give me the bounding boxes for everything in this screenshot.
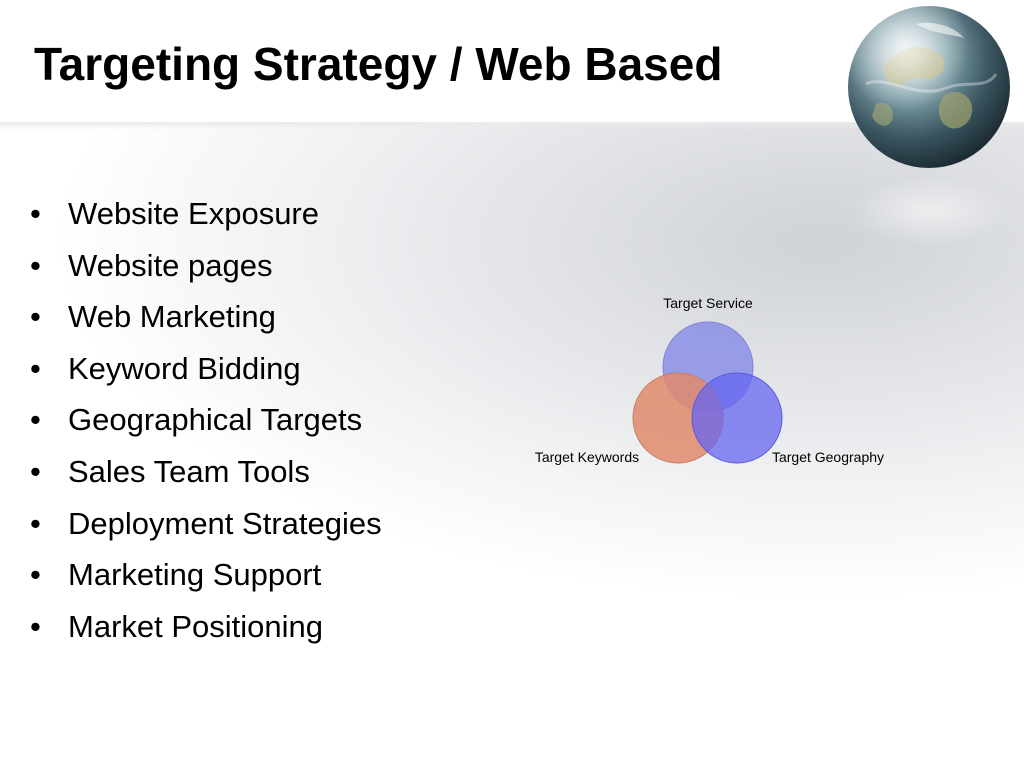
globe-reflection — [850, 176, 1010, 246]
slide-title: Targeting Strategy / Web Based — [34, 38, 723, 90]
bullet-item: • Geographical Targets — [30, 394, 382, 446]
bullet-item: • Market Positioning — [30, 601, 382, 653]
bullet-text: Geographical Targets — [68, 402, 363, 438]
bullet-marker: • — [30, 505, 41, 541]
bullet-text: Sales Team Tools — [68, 453, 310, 489]
bullet-marker: • — [30, 299, 41, 335]
globe-icon — [848, 6, 1010, 168]
bullet-text: Web Marketing — [68, 299, 276, 335]
venn-label-target-geography: Target Geography — [772, 449, 884, 465]
bullet-marker: • — [30, 608, 41, 644]
venn-diagram: Target Service Target Keywords Target Ge… — [535, 295, 884, 465]
bullet-item: • Website Exposure — [30, 188, 382, 240]
bullet-marker: • — [30, 247, 41, 283]
bullet-marker: • — [30, 453, 41, 489]
bullet-text: Website Exposure — [68, 196, 319, 231]
bullet-marker: • — [30, 402, 41, 438]
bullet-item: • Sales Team Tools — [30, 446, 382, 498]
bullet-list: • Website Exposure • Website pages • Web… — [30, 188, 382, 652]
bullet-item: • Deployment Strategies — [30, 498, 382, 550]
bullet-text: Market Positioning — [68, 608, 324, 644]
background-gradient — [0, 122, 1024, 765]
bullet-text: Marketing Support — [68, 557, 322, 593]
venn-circle-target-geography — [691, 372, 783, 464]
bullet-item: • Keyword Bidding — [30, 343, 382, 395]
bullet-item: • Marketing Support — [30, 549, 382, 601]
bullet-marker: • — [30, 557, 41, 593]
venn-label-target-keywords: Target Keywords — [535, 449, 639, 465]
bullet-text: Keyword Bidding — [68, 350, 301, 386]
bullet-text: Website pages — [68, 247, 273, 283]
bullet-marker: • — [30, 350, 41, 386]
bullet-item: • Web Marketing — [30, 291, 382, 343]
bullet-marker: • — [30, 196, 41, 231]
bullet-item: • Website pages — [30, 240, 382, 292]
venn-label-target-service: Target Service — [663, 295, 753, 311]
bullet-text: Deployment Strategies — [68, 505, 382, 541]
